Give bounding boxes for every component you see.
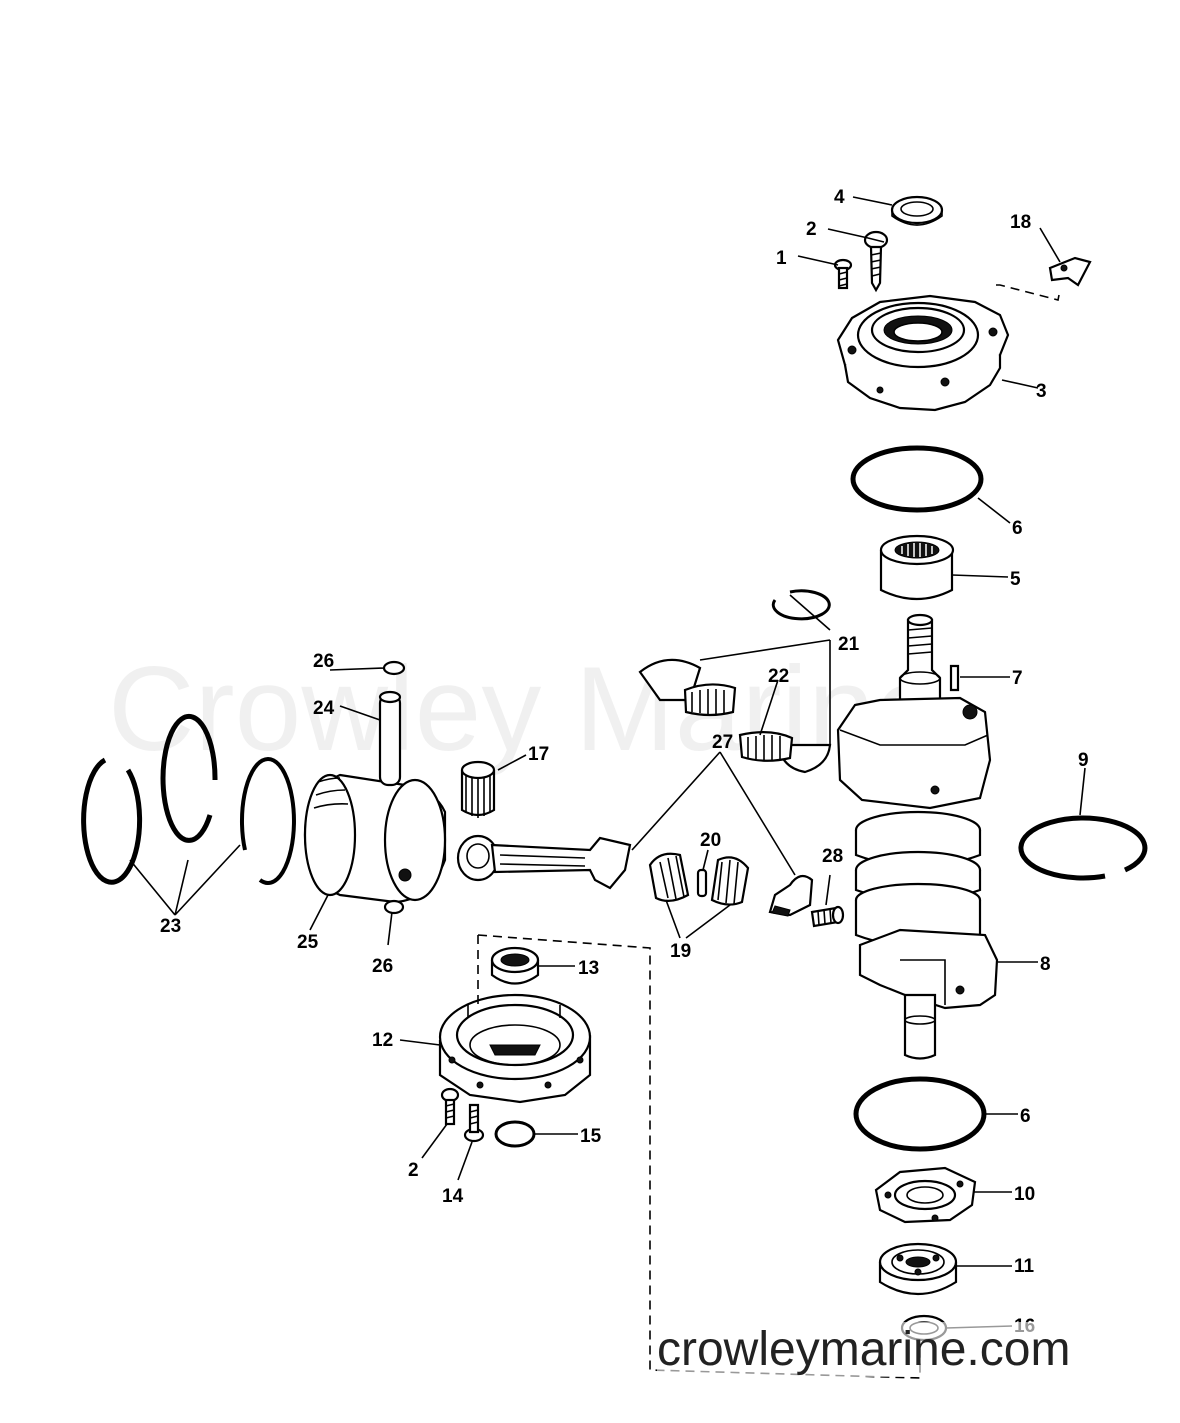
part-14-screw xyxy=(463,1103,485,1143)
part-6-o-ring-upper xyxy=(850,445,984,513)
part-22-needle-bearing xyxy=(683,683,794,762)
callout-20: 20 xyxy=(700,830,721,851)
part-15-o-ring xyxy=(494,1120,536,1148)
callout-7: 7 xyxy=(1012,668,1023,689)
part-27-connecting-rod xyxy=(456,834,632,890)
callout-9: 9 xyxy=(1078,750,1089,771)
callout-10: 10 xyxy=(1014,1184,1035,1205)
part-26-clip-upper xyxy=(382,660,406,676)
part-20-roller xyxy=(696,868,708,898)
part-23-piston-rings xyxy=(81,713,296,885)
callout-11: 11 xyxy=(1014,1256,1035,1277)
callout-21: 21 xyxy=(838,634,860,655)
part-27-rod-cap xyxy=(768,874,814,917)
callout-23: 23 xyxy=(160,916,181,937)
part-28-screw xyxy=(810,905,845,928)
callout-13: 13 xyxy=(578,958,599,979)
part-19-bearing-cages xyxy=(648,852,750,906)
callout-18: 18 xyxy=(1010,212,1031,233)
part-5-needle-bearing xyxy=(879,534,955,600)
part-13-seal xyxy=(490,946,540,985)
callout-5: 5 xyxy=(1010,569,1021,590)
callout-4: 4 xyxy=(834,187,845,208)
part-3-upper-bearing-housing xyxy=(836,294,1010,412)
callout-28: 28 xyxy=(822,846,843,867)
callout-1: 1 xyxy=(776,248,787,269)
part-2-screw-upper xyxy=(863,230,889,293)
part-24-piston-pin xyxy=(378,690,402,787)
part-4-seal xyxy=(890,195,944,226)
callout-labels: 1 2 2 3 4 5 6 6 7 8 9 10 11 12 13 14 15 … xyxy=(160,187,1089,1337)
part-17-needle-bearing xyxy=(460,760,496,818)
callout-19: 19 xyxy=(670,941,691,962)
callout-27: 27 xyxy=(712,732,733,753)
callout-3: 3 xyxy=(1036,381,1047,402)
part-26-clip-lower xyxy=(383,899,405,915)
callout-24: 24 xyxy=(313,698,335,719)
part-6-o-ring-lower xyxy=(853,1076,987,1152)
callout-12: 12 xyxy=(372,1030,393,1051)
callout-8: 8 xyxy=(1040,954,1051,975)
callout-17: 17 xyxy=(528,744,549,765)
part-25-piston xyxy=(303,773,447,904)
part-7-key xyxy=(949,664,960,692)
part-2-screw-lower xyxy=(440,1087,460,1126)
part-11-ball-bearing xyxy=(878,1242,958,1296)
leader-lines xyxy=(129,196,1086,1329)
callout-22: 22 xyxy=(768,666,789,687)
callout-26-lower: 26 xyxy=(372,956,393,977)
callout-2-upper: 2 xyxy=(806,219,817,240)
callout-6-lower: 6 xyxy=(1020,1106,1031,1127)
callout-15: 15 xyxy=(580,1126,602,1147)
callout-6-upper: 6 xyxy=(1012,518,1023,539)
callout-26-upper: 26 xyxy=(313,651,334,672)
callout-2-lower: 2 xyxy=(408,1160,419,1181)
callout-25: 25 xyxy=(297,932,319,953)
part-21-retaining-ring-and-bearing xyxy=(638,589,832,774)
part-12-lower-bearing-housing xyxy=(438,993,592,1104)
callout-14: 14 xyxy=(442,1186,464,1207)
part-18-clip xyxy=(996,256,1092,301)
watermark-url[interactable]: crowleymarine.com xyxy=(657,1322,1071,1377)
part-9-retaining-ring xyxy=(1018,815,1148,881)
part-8-crankshaft xyxy=(836,613,999,1060)
part-10-retainer-plate xyxy=(874,1166,977,1224)
